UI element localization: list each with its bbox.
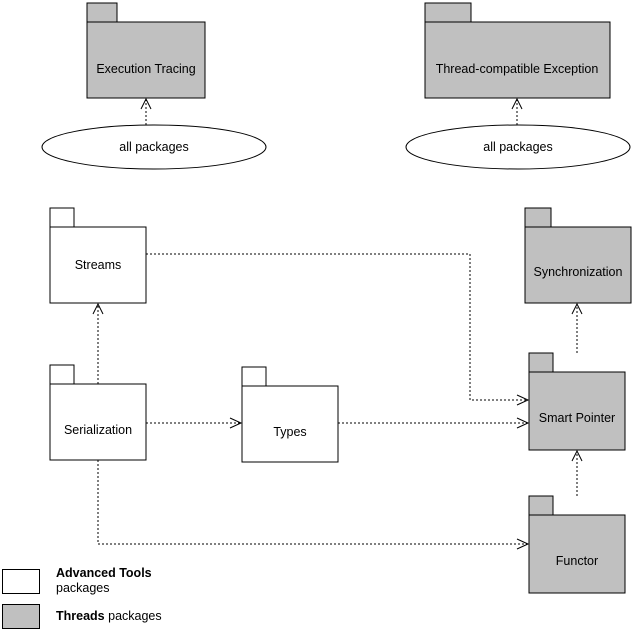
ellipse-shape [41,124,267,170]
dependency-serialization-to-streams [92,302,104,384]
dependency-streams-to-smart-pointer [146,253,530,406]
package-smart-pointer[interactable]: Smart Pointer [528,352,626,451]
legend-rest: packages [108,609,162,623]
dependency-serialization-to-functor [97,460,530,550]
package-body [86,21,206,99]
package-execution-tracing[interactable]: Execution Tracing [86,2,206,99]
legend-text: Threads packages [56,609,162,624]
package-tab [241,366,267,387]
package-body [49,383,147,461]
package-label: Streams [75,258,122,272]
ellipse-label: all packages [483,140,553,154]
package-label: Functor [556,554,598,568]
package-types[interactable]: Types [241,366,339,463]
package-body [528,371,626,451]
package-body [524,226,632,304]
package-thread-compatible-exception[interactable]: Thread-compatible Exception [424,2,611,99]
package-synchronization[interactable]: Synchronization [524,207,632,304]
ellipse-shape [405,124,631,170]
package-body [528,514,626,594]
package-label: Synchronization [534,265,623,279]
legend-bold: Advanced Tools [56,566,152,580]
ellipse-all-packages-right[interactable]: all packages [405,124,631,170]
ellipse-label: all packages [119,140,189,154]
package-label: Types [273,425,306,439]
package-functor[interactable]: Functor [528,495,626,594]
legend-rest: packages [56,581,110,595]
package-label: Thread-compatible Exception [436,62,599,76]
package-tab [49,207,75,228]
dependency-all-to-execution-tracing [140,97,152,125]
dependency-serialization-to-types [146,417,243,429]
package-tab [424,2,472,23]
legend-text: Advanced Tools packages [56,566,152,596]
package-tab [528,352,554,373]
dependency-smart-pointer-to-synchronization [571,302,583,353]
package-tab [524,207,552,228]
legend-bold: Threads [56,609,105,623]
package-tab [49,364,75,385]
dependency-all-to-thread-exception [511,97,523,125]
package-label: Execution Tracing [96,62,195,76]
legend-swatch-white [2,569,40,594]
ellipse-all-packages-left[interactable]: all packages [41,124,267,170]
package-label: Serialization [64,423,132,437]
package-body [424,21,611,99]
dependency-types-to-smart-pointer [338,417,530,429]
package-streams[interactable]: Streams [49,207,147,304]
package-tab [528,495,554,516]
package-label: Smart Pointer [539,411,615,425]
dependency-functor-to-smart-pointer [571,449,583,496]
legend-swatch-gray [2,604,40,629]
package-body [241,385,339,463]
package-tab [86,2,118,23]
